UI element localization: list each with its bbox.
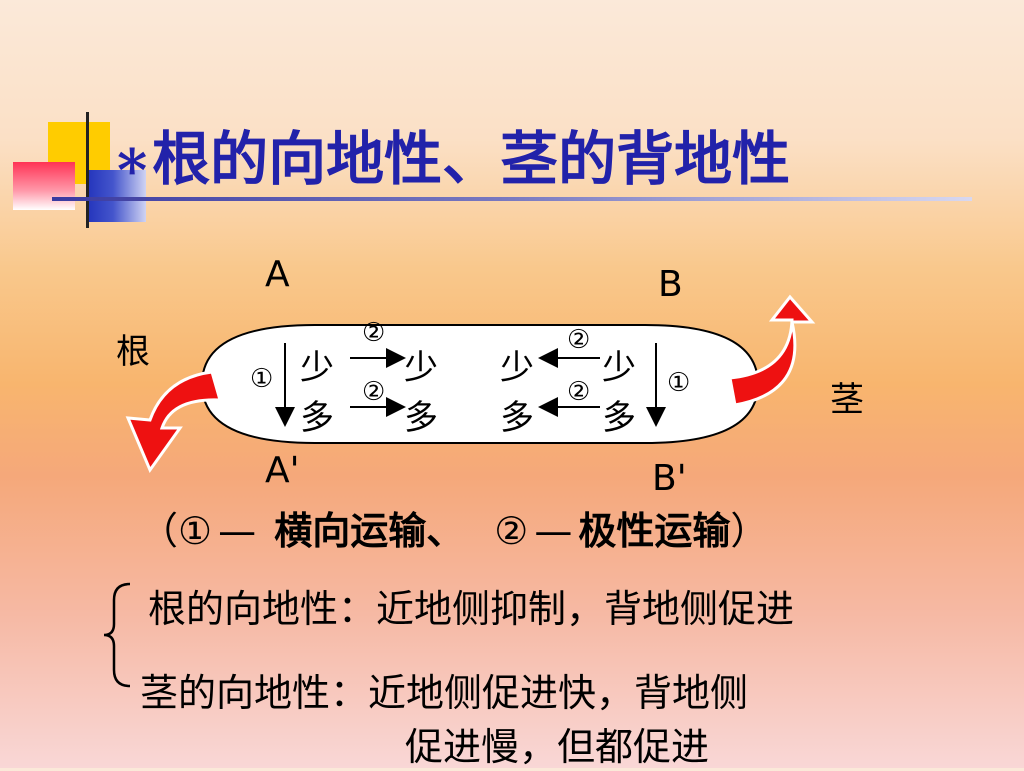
circled-two-right-top: ② [567,325,591,355]
decor-vertical-line [86,112,89,228]
label-a-prime: A' [265,450,300,491]
root-growth-arrow [125,370,223,474]
circled-two-left-top: ② [362,318,386,348]
more-left-b: 多 [404,398,438,438]
circled-one-left: ① [250,364,274,394]
circled-two-left-bottom: ② [362,377,386,407]
label-b-prime: B' [652,458,687,499]
decor-blue-square [86,170,146,222]
circled-one-right: ① [667,368,691,398]
label-stem: 茎 [830,380,864,420]
stem-growth-arrow [728,294,816,407]
legend-open-paren: （ [140,509,179,553]
transport-legend: （①— 横向运输、 ②—极性运输） [140,500,768,555]
plant-body-capsule [200,324,760,444]
less-left-b: 少 [404,348,438,388]
more-right-a: 多 [500,398,534,438]
legend-item2-text: 极性运输 [578,509,731,553]
more-left-a: 多 [300,398,334,438]
decor-red-square [13,162,75,210]
title-underline [52,197,972,201]
label-b: B [658,264,683,305]
legend-item1-num: ① [178,509,213,553]
less-left-a: 少 [300,348,334,388]
stem-gravitropism-text-line2: 促进慢，但都促进 [405,725,710,769]
circled-two-right-bottom: ② [567,377,591,407]
stem-gravitropism-text-line1: 茎的向地性：近地侧促进快，背地侧 [140,671,749,715]
legend-item1-dash: — [218,509,257,553]
slide-title: ∗根的向地性、茎的背地性 [112,125,791,193]
legend-close-paren: ） [730,509,769,553]
label-root: 根 [116,332,150,372]
less-right-a: 少 [500,348,534,388]
less-right-b: 少 [602,348,636,388]
label-a: A [265,254,290,295]
more-right-b: 多 [602,398,636,438]
legend-item1-text: 横向运输、 [274,509,465,553]
curly-brace [103,582,131,688]
legend-item2-num: ② [494,509,529,553]
root-gravitropism-text: 根的向地性：近地侧抑制，背地侧促进 [148,587,795,631]
legend-item2-dash: — [534,509,573,553]
